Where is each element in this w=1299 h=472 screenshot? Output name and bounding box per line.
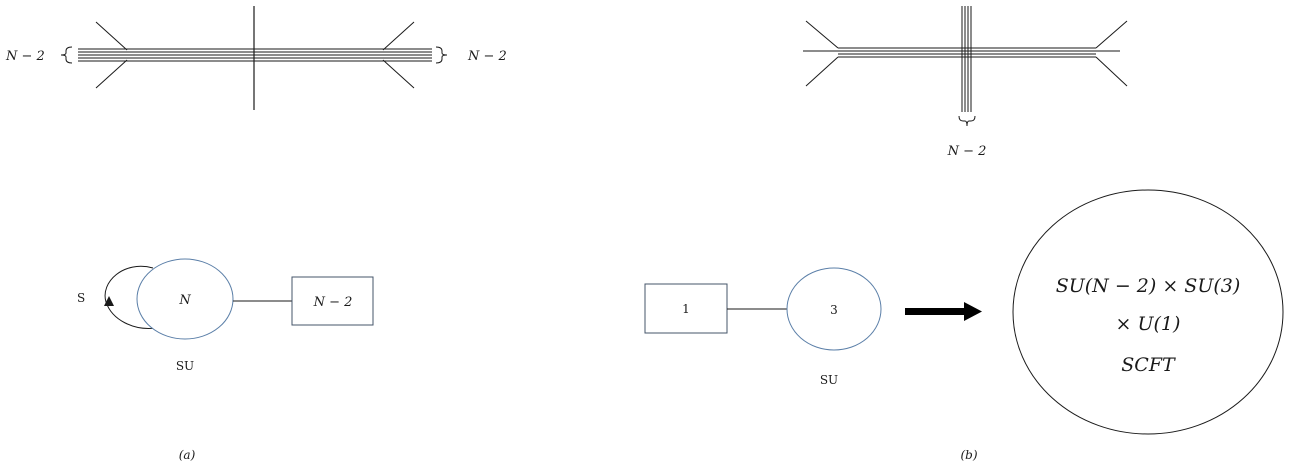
panel-a-left-brace bbox=[60, 46, 73, 64]
panel-a-right-brace bbox=[435, 46, 448, 64]
panel-a-leg-lower-left bbox=[95, 59, 128, 89]
panel-b-gauge-group-label: SU bbox=[820, 373, 838, 387]
panel-b-gauge-node-label: 3 bbox=[830, 303, 838, 317]
panel-b-quiver: 1 3 SU bbox=[644, 267, 882, 387]
panel-a-brane-web: N − 2 N − 2 bbox=[5, 6, 507, 110]
panel-b-leg-upper-left bbox=[805, 20, 839, 49]
panel-b-result-ellipse bbox=[1012, 189, 1284, 435]
panel-a-caption: (a) bbox=[179, 448, 196, 462]
panel-a-gauge-node bbox=[136, 258, 234, 340]
panel-a-gauge-group-label: SU bbox=[176, 359, 194, 373]
panel-a-leg-upper-right bbox=[382, 21, 415, 51]
panel-b-flow-arrow bbox=[905, 302, 982, 321]
panel-b-vertical-stack bbox=[961, 6, 972, 112]
panel-b-result-line-2: × U(1) bbox=[1116, 313, 1181, 335]
panel-b-caption: (b) bbox=[960, 448, 977, 462]
panel-a-quiver: S N SU N − 2 bbox=[77, 258, 374, 373]
panel-b-bottom-label: N − 2 bbox=[947, 144, 987, 159]
panel-b-gauge-node bbox=[786, 267, 882, 351]
panel-a-brane-stack bbox=[78, 48, 432, 62]
panel-b-brane-web: N − 2 bbox=[803, 6, 1128, 159]
panel-a-loop-edge bbox=[104, 265, 157, 329]
panel-a-flavor-node bbox=[291, 276, 374, 326]
panel-b-leg-lower-right bbox=[1095, 56, 1128, 87]
panel-a-gauge-node-label: N bbox=[178, 293, 191, 308]
panel-a-flavor-node-label: N − 2 bbox=[313, 295, 353, 310]
panel-b-leg-lower-left bbox=[805, 56, 839, 87]
panel-a-leg-upper-left bbox=[95, 21, 128, 51]
panel-b-flavor-node bbox=[644, 283, 728, 334]
panel-a-leg-lower-right bbox=[382, 59, 415, 89]
panel-b-bottom-brace bbox=[958, 115, 976, 127]
panel-a-right-label: N − 2 bbox=[467, 49, 507, 64]
panel-b-result: SU(N − 2) × SU(3) × U(1) SCFT bbox=[1012, 189, 1284, 435]
panel-b-result-line-3: SCFT bbox=[1121, 354, 1176, 376]
panel-b-result-line-1: SU(N − 2) × SU(3) bbox=[1056, 275, 1241, 297]
panel-a-loop-arrowhead bbox=[104, 296, 114, 306]
panel-a-left-label: N − 2 bbox=[5, 49, 45, 64]
panel-b-flavor-node-label: 1 bbox=[682, 302, 690, 316]
panel-b-leg-upper-right bbox=[1095, 20, 1128, 49]
panel-a-sym-label: S bbox=[77, 291, 85, 305]
